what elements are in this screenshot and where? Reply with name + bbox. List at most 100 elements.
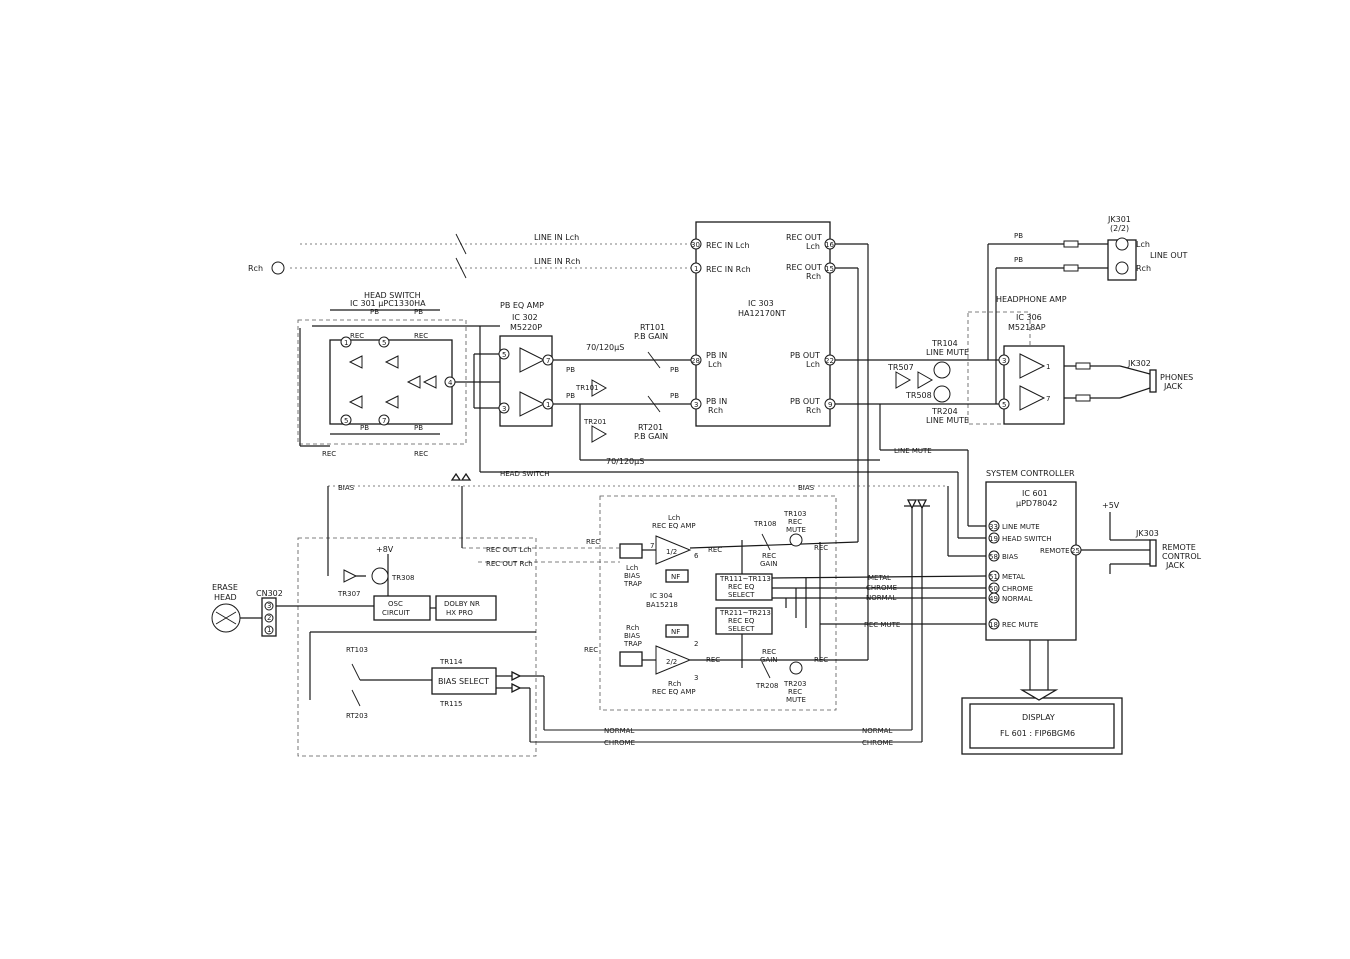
- label-line-out: LINE OUT: [1150, 251, 1188, 260]
- jack-rch-icon: [1115, 261, 1129, 275]
- label-erase-1: ERASE: [212, 583, 238, 592]
- pin-number: 19: [989, 535, 998, 543]
- osc-box: [373, 595, 431, 621]
- pin-number: 3: [694, 401, 698, 409]
- label-ba15218: BA15218: [646, 601, 678, 609]
- pin-number: 2: [694, 640, 698, 648]
- label-osc-1: OSC: [388, 600, 403, 608]
- tag-rec: REC: [814, 544, 828, 552]
- lch-bias-trap-box: [619, 543, 643, 559]
- label-sc-rec-mute: REC MUTE: [1002, 621, 1038, 629]
- label-upd78042: μPD78042: [1016, 499, 1058, 508]
- label-pb-gain-l: P.B GAIN: [634, 332, 668, 341]
- label-jk303: JK303: [1135, 529, 1159, 538]
- label-cn302: CN302: [256, 589, 283, 598]
- pin-number: 5: [344, 417, 348, 425]
- label-rec-mute-r1: REC: [788, 688, 802, 696]
- label-dolby-2: HX PRO: [446, 609, 473, 617]
- label-pb-eq-amp: PB EQ AMP: [500, 301, 544, 310]
- label-lch: Lch: [1136, 240, 1150, 249]
- label-head-switch: HEAD SWITCH: [364, 291, 421, 300]
- label-line-mute-bus: LINE MUTE: [894, 447, 932, 455]
- transistor-tr104: [933, 361, 951, 379]
- label-chrome-bus: CHROME: [866, 584, 897, 592]
- pin-number: 51: [989, 573, 998, 581]
- label-rch: Rch: [1136, 264, 1151, 273]
- label-rec-gain-r1: REC: [762, 648, 776, 656]
- label-rch-in: Rch: [248, 264, 263, 273]
- label-rec-eq-r: REC EQ: [728, 617, 755, 625]
- tag-pb: PB: [670, 366, 679, 374]
- pin-number: 1: [344, 339, 348, 347]
- nf-box-r: [665, 624, 689, 638]
- label-m5218ap: M5218AP: [1008, 323, 1046, 332]
- amp-icon: [655, 535, 692, 565]
- pin-number: 16: [825, 241, 834, 249]
- display-inner: [969, 703, 1115, 749]
- amp-icon: [348, 395, 363, 409]
- amp-icon: [591, 379, 608, 397]
- ic304-frame: [599, 495, 837, 711]
- label-pb-gain-r: P.B GAIN: [634, 432, 668, 441]
- amplifiers: [343, 347, 1046, 675]
- pin-number: 50: [989, 585, 998, 593]
- pin-number: 4: [448, 379, 453, 387]
- label-tr108: TR108: [753, 520, 777, 528]
- tag-pb: PB: [566, 366, 575, 374]
- transistor-tr308: [371, 567, 389, 585]
- pin-number: 22: [825, 357, 834, 365]
- amp-icon: [343, 569, 358, 583]
- rec-eq-select-l: [715, 573, 773, 601]
- pin-number: 28: [691, 357, 700, 365]
- ic601-box: [985, 481, 1077, 641]
- label-rec-in-lch: REC IN Lch: [706, 241, 750, 250]
- label-tr307: TR307: [337, 590, 361, 598]
- pin-number: 3: [1002, 357, 1006, 365]
- label-head-switch-bus: HEAD SWITCH: [500, 470, 550, 478]
- pin-number: 7: [382, 417, 386, 425]
- label-line-mute-top: LINE MUTE: [926, 348, 969, 357]
- label-phones: PHONES: [1160, 373, 1193, 382]
- label-bias-bus-2: BIAS: [798, 484, 815, 492]
- label-rec-out-lch-bus: REC OUT Lch: [486, 546, 532, 554]
- label-lch-trap-1: Lch: [626, 564, 638, 572]
- mute-tr103: [789, 533, 803, 547]
- label-rch-trap-2: BIAS: [624, 632, 641, 640]
- label-jk301: JK301: [1107, 215, 1131, 224]
- label-ic303: IC 303: [748, 299, 774, 308]
- label-rch-rec-eq-2: REC EQ AMP: [652, 688, 696, 696]
- label-sc-head-switch: HEAD SWITCH: [1002, 535, 1052, 543]
- label-select-l: SELECT: [728, 591, 755, 599]
- label-select-r: SELECT: [728, 625, 755, 633]
- pin-numbers: 30 1 16 15 28 3 22 9 5 3 7 1 1 5 5 7 4 3…: [267, 241, 1080, 682]
- pin-number: 33: [989, 523, 998, 531]
- label-rch-trap-1: Rch: [626, 624, 639, 632]
- amp-icon: [406, 375, 421, 389]
- tag-pb: PB: [566, 392, 575, 400]
- tag-pb: PB: [360, 424, 369, 432]
- label-tr508: TR508: [905, 391, 932, 400]
- label-rch-rec-eq-1: Rch: [668, 680, 681, 688]
- label-jk302: JK302: [1127, 359, 1151, 368]
- amp-icon: [384, 395, 399, 409]
- label-headphone-amp: HEADPHONE AMP: [996, 295, 1067, 304]
- pin-number: 6: [694, 552, 699, 560]
- label-nf-l: NF: [671, 573, 680, 581]
- label-tr115: TR115: [439, 700, 463, 708]
- label-jack: JACK: [1163, 382, 1183, 391]
- pin-number: 25: [1071, 547, 1080, 555]
- label-sc-normal: NORMAL: [1002, 595, 1032, 603]
- components: [211, 237, 1157, 707]
- tag-pb: PB: [1014, 256, 1023, 264]
- label-tr101: TR101: [575, 384, 599, 392]
- pin-number: 49: [989, 595, 998, 603]
- ic306-box: [1003, 345, 1065, 425]
- label-tr211: TR211~TR213: [719, 609, 771, 617]
- label-rec-mute-l2: MUTE: [786, 526, 806, 534]
- label-nf-r: NF: [671, 628, 680, 636]
- label-fl601: FL 601 : FIP6BGM6: [1000, 729, 1075, 738]
- label-rec-mute-r2: MUTE: [786, 696, 806, 704]
- label-rch-trap-3: TRAP: [623, 640, 642, 648]
- tag-pb: PB: [414, 308, 423, 316]
- tag-pb: PB: [1014, 232, 1023, 240]
